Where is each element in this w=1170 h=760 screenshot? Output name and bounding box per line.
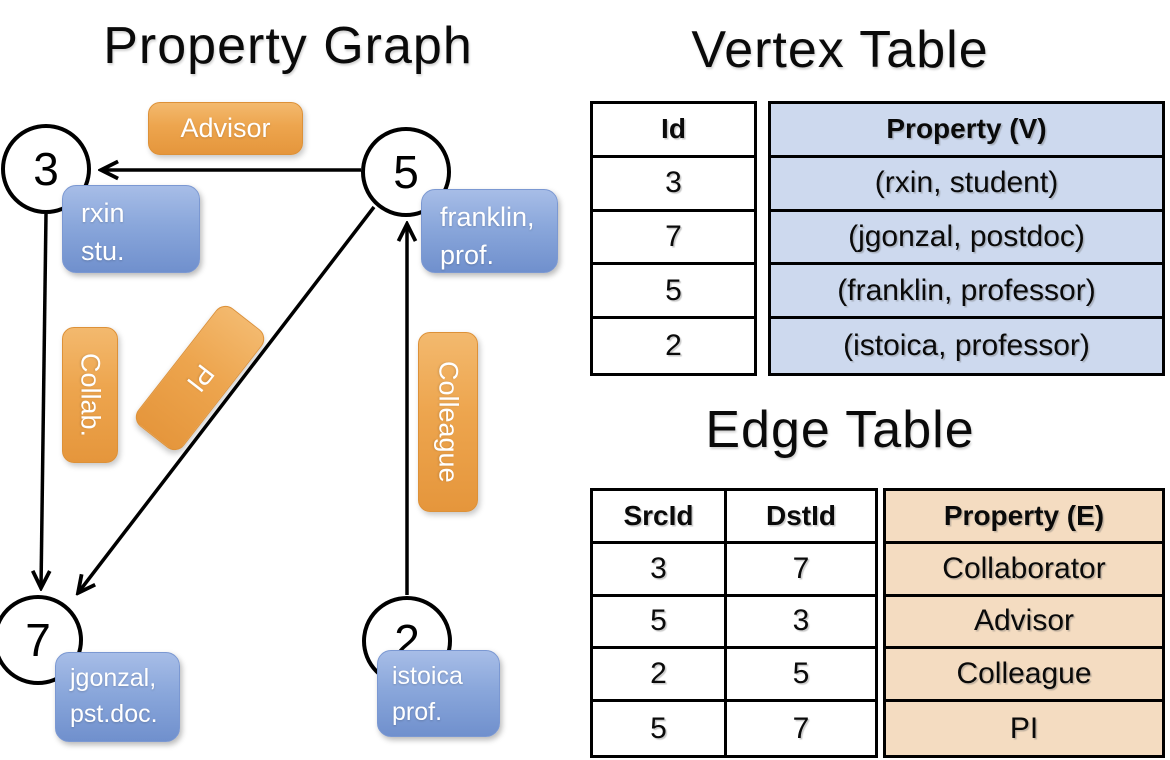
edge-table-dstid-cell: 7 <box>792 711 810 745</box>
vertex-node-7-id: 7 <box>25 614 51 666</box>
vertex-table-title: Vertex Table <box>691 21 989 79</box>
vertex-property-line: stu. <box>81 236 125 267</box>
vertex-property-line: prof. <box>392 697 443 726</box>
edge-table-property-cell: Colleague <box>886 649 1162 703</box>
edge-table-property-cell: Collaborator <box>886 543 1162 597</box>
edge-pi-5-to-7 <box>78 205 376 593</box>
edge-label-colleague: Colleague <box>418 332 478 512</box>
edge-table-srcid-cell: 2 <box>593 649 727 703</box>
vertex-table-property-cell: (istoica, professor) <box>771 319 1162 373</box>
vertex-property-box-rxin: rxin stu. <box>62 185 200 273</box>
vertex-table-id-header: Id <box>593 104 754 158</box>
edge-collab-3-to-7 <box>41 213 46 588</box>
vertex-property-line: jgonzal, <box>70 664 157 692</box>
vertex-table-id-column: Id 3 7 5 2 <box>590 101 757 376</box>
vertex-table-id-cell: 7 <box>593 212 754 266</box>
edge-table-dstid-cell: 3 <box>727 597 875 650</box>
vertex-property-line: prof. <box>440 240 495 271</box>
vertex-table-property-cell: (franklin, professor) <box>771 265 1162 320</box>
edge-table-dstid-cell: 7 <box>727 544 875 597</box>
vertex-node-5: 5 <box>361 127 451 217</box>
vertex-property-line: rxin <box>81 198 125 228</box>
edge-label-advisor: Advisor <box>148 102 303 155</box>
edge-table-property-cell: PI <box>886 702 1162 755</box>
vertex-table-id-cell: 3 <box>593 158 754 212</box>
vertex-property-box-istoica: istoica prof. <box>377 650 500 737</box>
edge-table-dstid-cell: 5 <box>727 649 875 703</box>
vertex-table-id-cell: 2 <box>665 329 682 363</box>
vertex-property-line: istoica <box>392 662 463 690</box>
edge-table-id-columns: SrcId DstId 3 7 5 3 2 5 5 7 <box>590 488 878 758</box>
edge-table-dstid-header: DstId <box>727 491 875 544</box>
vertex-property-line: franklin, <box>440 202 535 232</box>
vertex-property-box-jgonzal: jgonzal, pst.doc. <box>55 652 180 742</box>
edge-table-srcid-cell: 5 <box>593 702 727 755</box>
property-graph-title: Property Graph <box>103 17 473 75</box>
edge-table-property-cell: Advisor <box>886 596 1162 650</box>
edge-table-srcid-header: SrcId <box>593 491 727 544</box>
vertex-table-property-header: Property (V) <box>771 104 1162 158</box>
vertex-property-box-franklin: franklin, prof. <box>421 189 558 273</box>
edge-table-srcid-cell: 5 <box>593 596 727 650</box>
vertex-table-property-column: Property (V) (rxin, student) (jgonzal, p… <box>768 101 1165 376</box>
vertex-property-line: pst.doc. <box>70 699 158 728</box>
vertex-table-property-cell: (rxin, student) <box>771 157 1162 212</box>
edge-table-title: Edge Table <box>705 401 975 459</box>
edge-label-collab: Collab. <box>62 327 118 463</box>
edge-table-property-header: Property (E) <box>886 491 1162 544</box>
vertex-node-5-id: 5 <box>393 146 419 198</box>
vertex-node-3-id: 3 <box>33 143 59 195</box>
edge-table-srcid-cell: 3 <box>593 543 727 597</box>
edge-table-property-column: Property (E) Collaborator Advisor Collea… <box>883 488 1165 758</box>
vertex-table-id-cell: 5 <box>593 265 754 320</box>
graph-edges <box>0 0 585 760</box>
vertex-table-property-cell: (jgonzal, postdoc) <box>771 211 1162 266</box>
